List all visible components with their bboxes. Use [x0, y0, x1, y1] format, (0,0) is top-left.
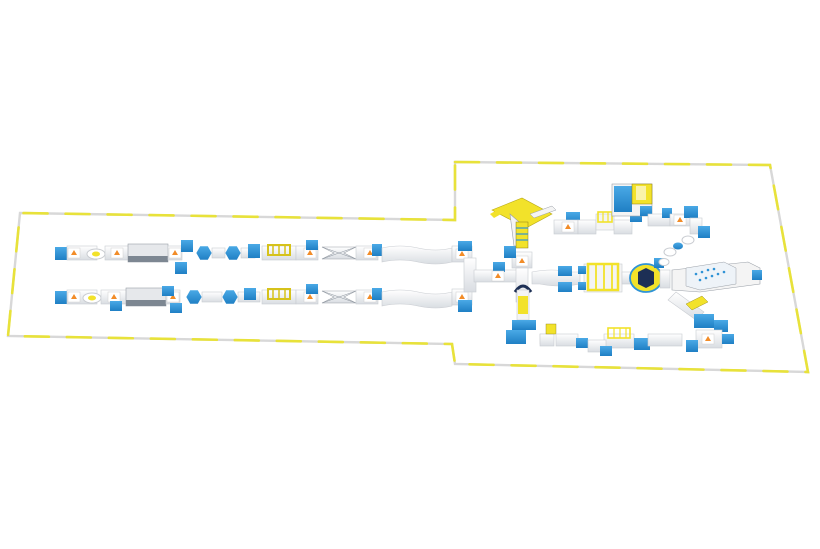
hub-area: [490, 183, 762, 356]
climbing-frame: [578, 262, 623, 293]
wave-walk-icon: [381, 245, 453, 265]
upper-branch: [553, 183, 710, 266]
climbing-tower-icon: [671, 261, 762, 293]
hourglass-hurdle-icon: [321, 246, 357, 260]
lane-bottom: [55, 284, 473, 313]
monkey-bars-icon: [261, 244, 297, 261]
swing-icon: [512, 284, 536, 330]
lane-connector: [463, 257, 519, 293]
lounge-ring-icon: [86, 248, 106, 260]
slide-icon: [490, 197, 557, 249]
lower-branch: [587, 291, 734, 356]
lane-top: [55, 240, 473, 274]
block-ramp-icon: [127, 243, 169, 263]
trampoline-icon: [629, 263, 663, 293]
boundary-line: [6, 160, 810, 374]
